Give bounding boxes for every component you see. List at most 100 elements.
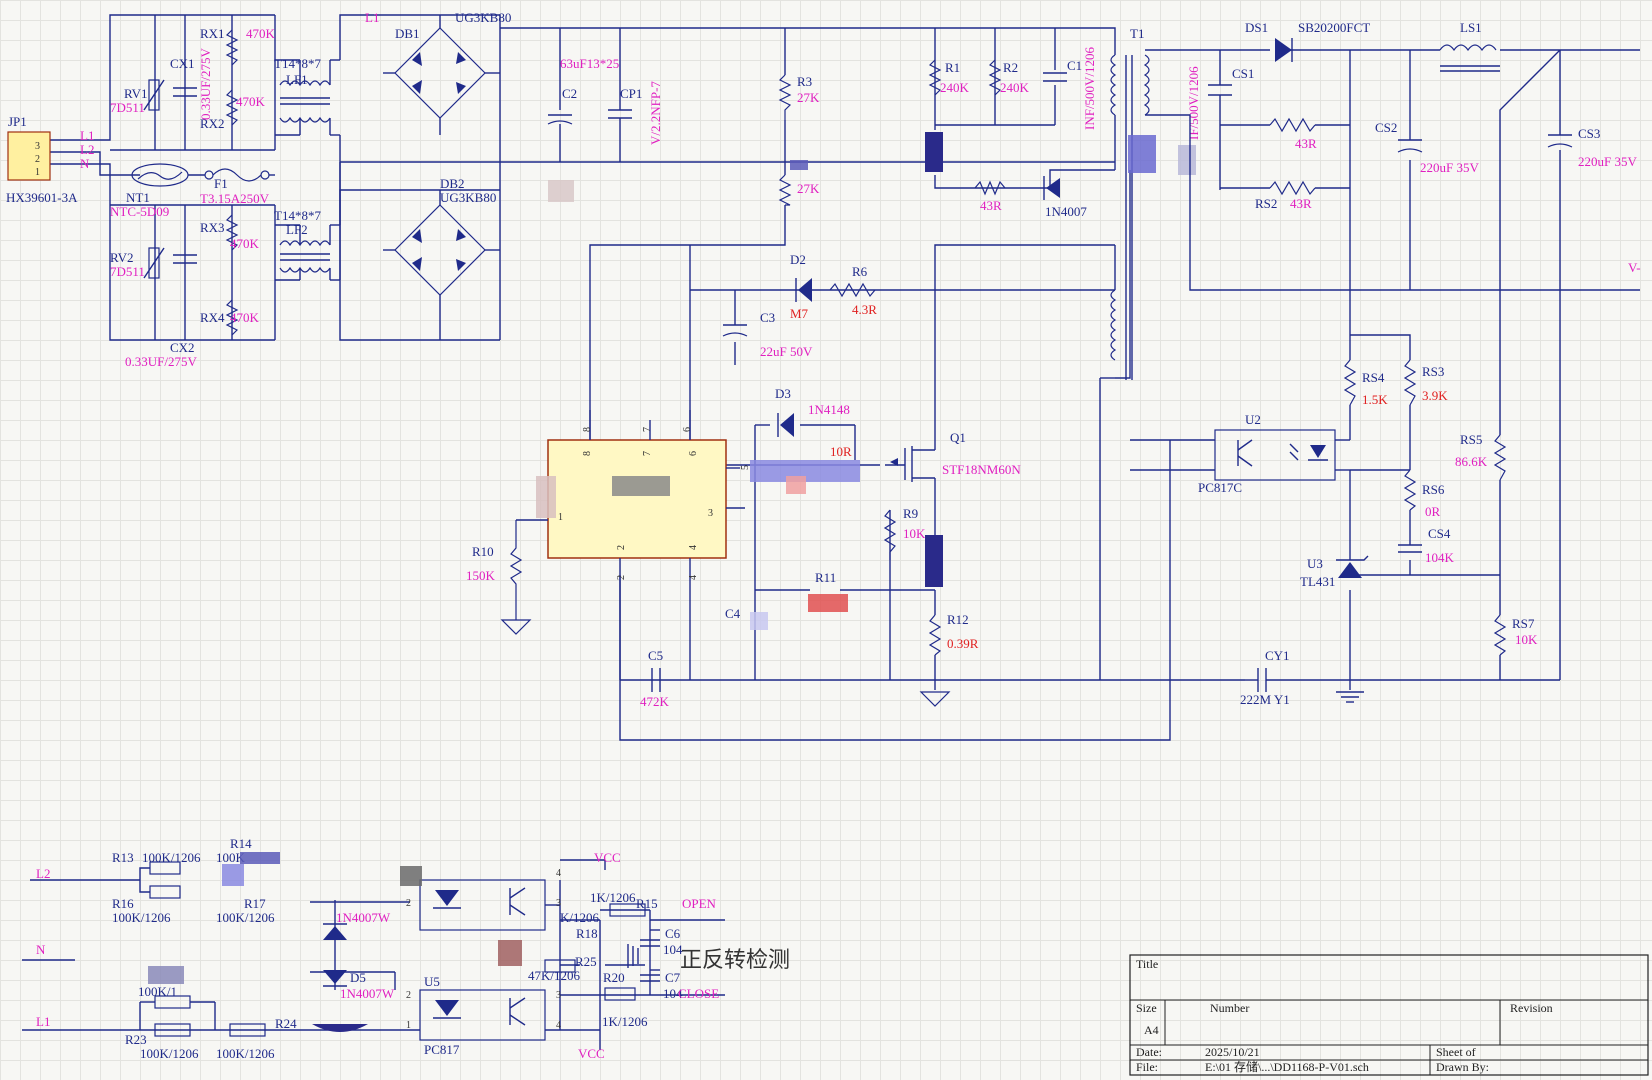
ic-pin6: 6 [682, 427, 693, 432]
r20-label: R20 [603, 970, 625, 985]
rs6-resistor[interactable] [1403, 469, 1417, 511]
ic-pin2: 2 [616, 575, 627, 580]
r4-resistor[interactable] [778, 174, 792, 206]
rx4-resistor[interactable] [225, 299, 239, 336]
rv1-varistor[interactable] [143, 79, 165, 111]
net-l1: L1 [80, 128, 94, 143]
title-block-file-value: E:\01 存储\...\DD1168-P-V01.sch [1205, 1059, 1369, 1074]
r16-label: R16 [112, 896, 134, 911]
rs5-resistor[interactable] [1493, 434, 1507, 481]
q1-mosfet[interactable] [890, 430, 936, 495]
r25-resistor[interactable] [544, 959, 576, 973]
db1-part: UG3KB80 [455, 10, 511, 25]
cs3-electrolytic-capacitor[interactable] [1547, 134, 1573, 148]
c7-capacitor[interactable] [640, 974, 660, 982]
r25-value: 47K/1206 [528, 968, 581, 983]
r16-resistor[interactable] [149, 885, 181, 899]
rs5-label: RS5 [1460, 432, 1482, 447]
t1-label: T1 [1130, 26, 1144, 41]
cx1-capacitor[interactable] [173, 87, 197, 97]
redacted-block [925, 535, 943, 587]
rs3-resistor[interactable] [1403, 359, 1417, 406]
r22-resistor[interactable] [154, 995, 191, 1009]
redacted-block [1128, 135, 1156, 173]
cy1-capacitor[interactable] [1245, 668, 1285, 692]
u4-pin3: 3 [556, 898, 561, 909]
d2-diode[interactable] [795, 278, 812, 302]
c5-capacitor[interactable] [651, 668, 661, 692]
ls1-inductor[interactable] [1439, 44, 1500, 72]
rs7-resistor[interactable] [1493, 614, 1507, 656]
db1-bridge-rectifier[interactable] [383, 15, 500, 135]
c5-label: C5 [648, 648, 663, 663]
u4-optocoupler[interactable] [419, 879, 546, 931]
jp1-connector[interactable] [7, 131, 51, 181]
r13-resistor[interactable] [149, 861, 181, 875]
lf1-common-mode-choke[interactable] [279, 60, 331, 135]
c6-capacitor[interactable] [640, 939, 660, 947]
cs4-capacitor[interactable] [1398, 544, 1422, 553]
cp1-capacitor[interactable] [608, 109, 632, 162]
d1-part: 1N4007 [1045, 204, 1087, 219]
nt1-thermistor[interactable] [131, 163, 205, 187]
rs1-resistor[interactable] [1269, 117, 1316, 133]
f1-fuse[interactable] [204, 168, 275, 182]
rx1-resistor[interactable] [225, 29, 239, 66]
r24-resistor[interactable] [229, 1023, 266, 1037]
r23-label: R23 [125, 1032, 147, 1047]
ic-pin1: 1 [558, 512, 563, 523]
u3-tl431[interactable] [1336, 555, 1369, 578]
lf2-value: T14*8*7 [274, 208, 321, 223]
rx2-value: 470K [236, 94, 266, 109]
r23-resistor[interactable] [154, 1023, 191, 1037]
cs4-value: 104K [1425, 550, 1455, 565]
rx2-resistor[interactable] [225, 89, 239, 126]
cx2-capacitor[interactable] [173, 254, 197, 264]
cs2-electrolytic-capacitor[interactable] [1397, 139, 1423, 153]
c1-capacitor[interactable] [1043, 72, 1067, 82]
r2-resistor[interactable] [988, 59, 1002, 96]
redacted-block [498, 940, 522, 966]
rs4-resistor[interactable] [1343, 359, 1357, 406]
redacted-block [750, 460, 860, 482]
lf2-common-mode-choke[interactable] [279, 225, 331, 280]
r43-resistor[interactable] [974, 180, 1006, 196]
c3-electrolytic-capacitor[interactable] [722, 324, 748, 337]
r6-resistor[interactable] [829, 282, 876, 298]
d4-part: 1N4007W [336, 910, 391, 925]
r3-resistor[interactable] [778, 74, 792, 120]
rx3-resistor[interactable] [225, 214, 239, 251]
r12-resistor[interactable] [928, 614, 942, 656]
d1-diode[interactable] [1043, 176, 1060, 200]
u5-pin4: 4 [556, 1020, 561, 1031]
t1-transformer[interactable] [1110, 54, 1150, 380]
r20-resistor[interactable] [604, 987, 636, 1001]
r2-value: 240K [1000, 80, 1030, 95]
open-signal-label: OPEN [682, 896, 717, 911]
u2-optocoupler[interactable] [1214, 429, 1336, 481]
title-block-date-value: 2025/10/21 [1205, 1045, 1260, 1059]
d3-diode[interactable] [777, 413, 794, 437]
db2-bridge-rectifier[interactable] [383, 190, 500, 340]
cs1-capacitor[interactable] [1208, 84, 1232, 96]
ic-pin7: 7 [642, 427, 653, 432]
r9-resistor[interactable] [883, 509, 897, 560]
r2-label: R2 [1003, 60, 1018, 75]
rv2-varistor[interactable] [143, 247, 165, 279]
redacted-block [312, 1024, 368, 1032]
net-label-l1: L1 [36, 1014, 50, 1029]
u5-optocoupler[interactable] [419, 989, 546, 1041]
ds1-schottky-diode[interactable] [1275, 38, 1293, 62]
r9-label: R9 [903, 506, 918, 521]
r18-value: K/1206 [560, 910, 600, 925]
r16-value: 100K/1206 [112, 910, 171, 925]
pwm-controller-ic[interactable] [516, 410, 745, 575]
r1-resistor[interactable] [928, 59, 942, 96]
rs2-resistor[interactable] [1269, 180, 1316, 196]
r10-resistor[interactable] [509, 520, 523, 620]
r15-resistor[interactable] [609, 903, 646, 917]
d5-diode[interactable] [323, 970, 347, 987]
c2-electrolytic-capacitor[interactable] [547, 114, 573, 162]
d4-diode[interactable] [323, 923, 347, 940]
r18-label: R18 [576, 926, 598, 941]
